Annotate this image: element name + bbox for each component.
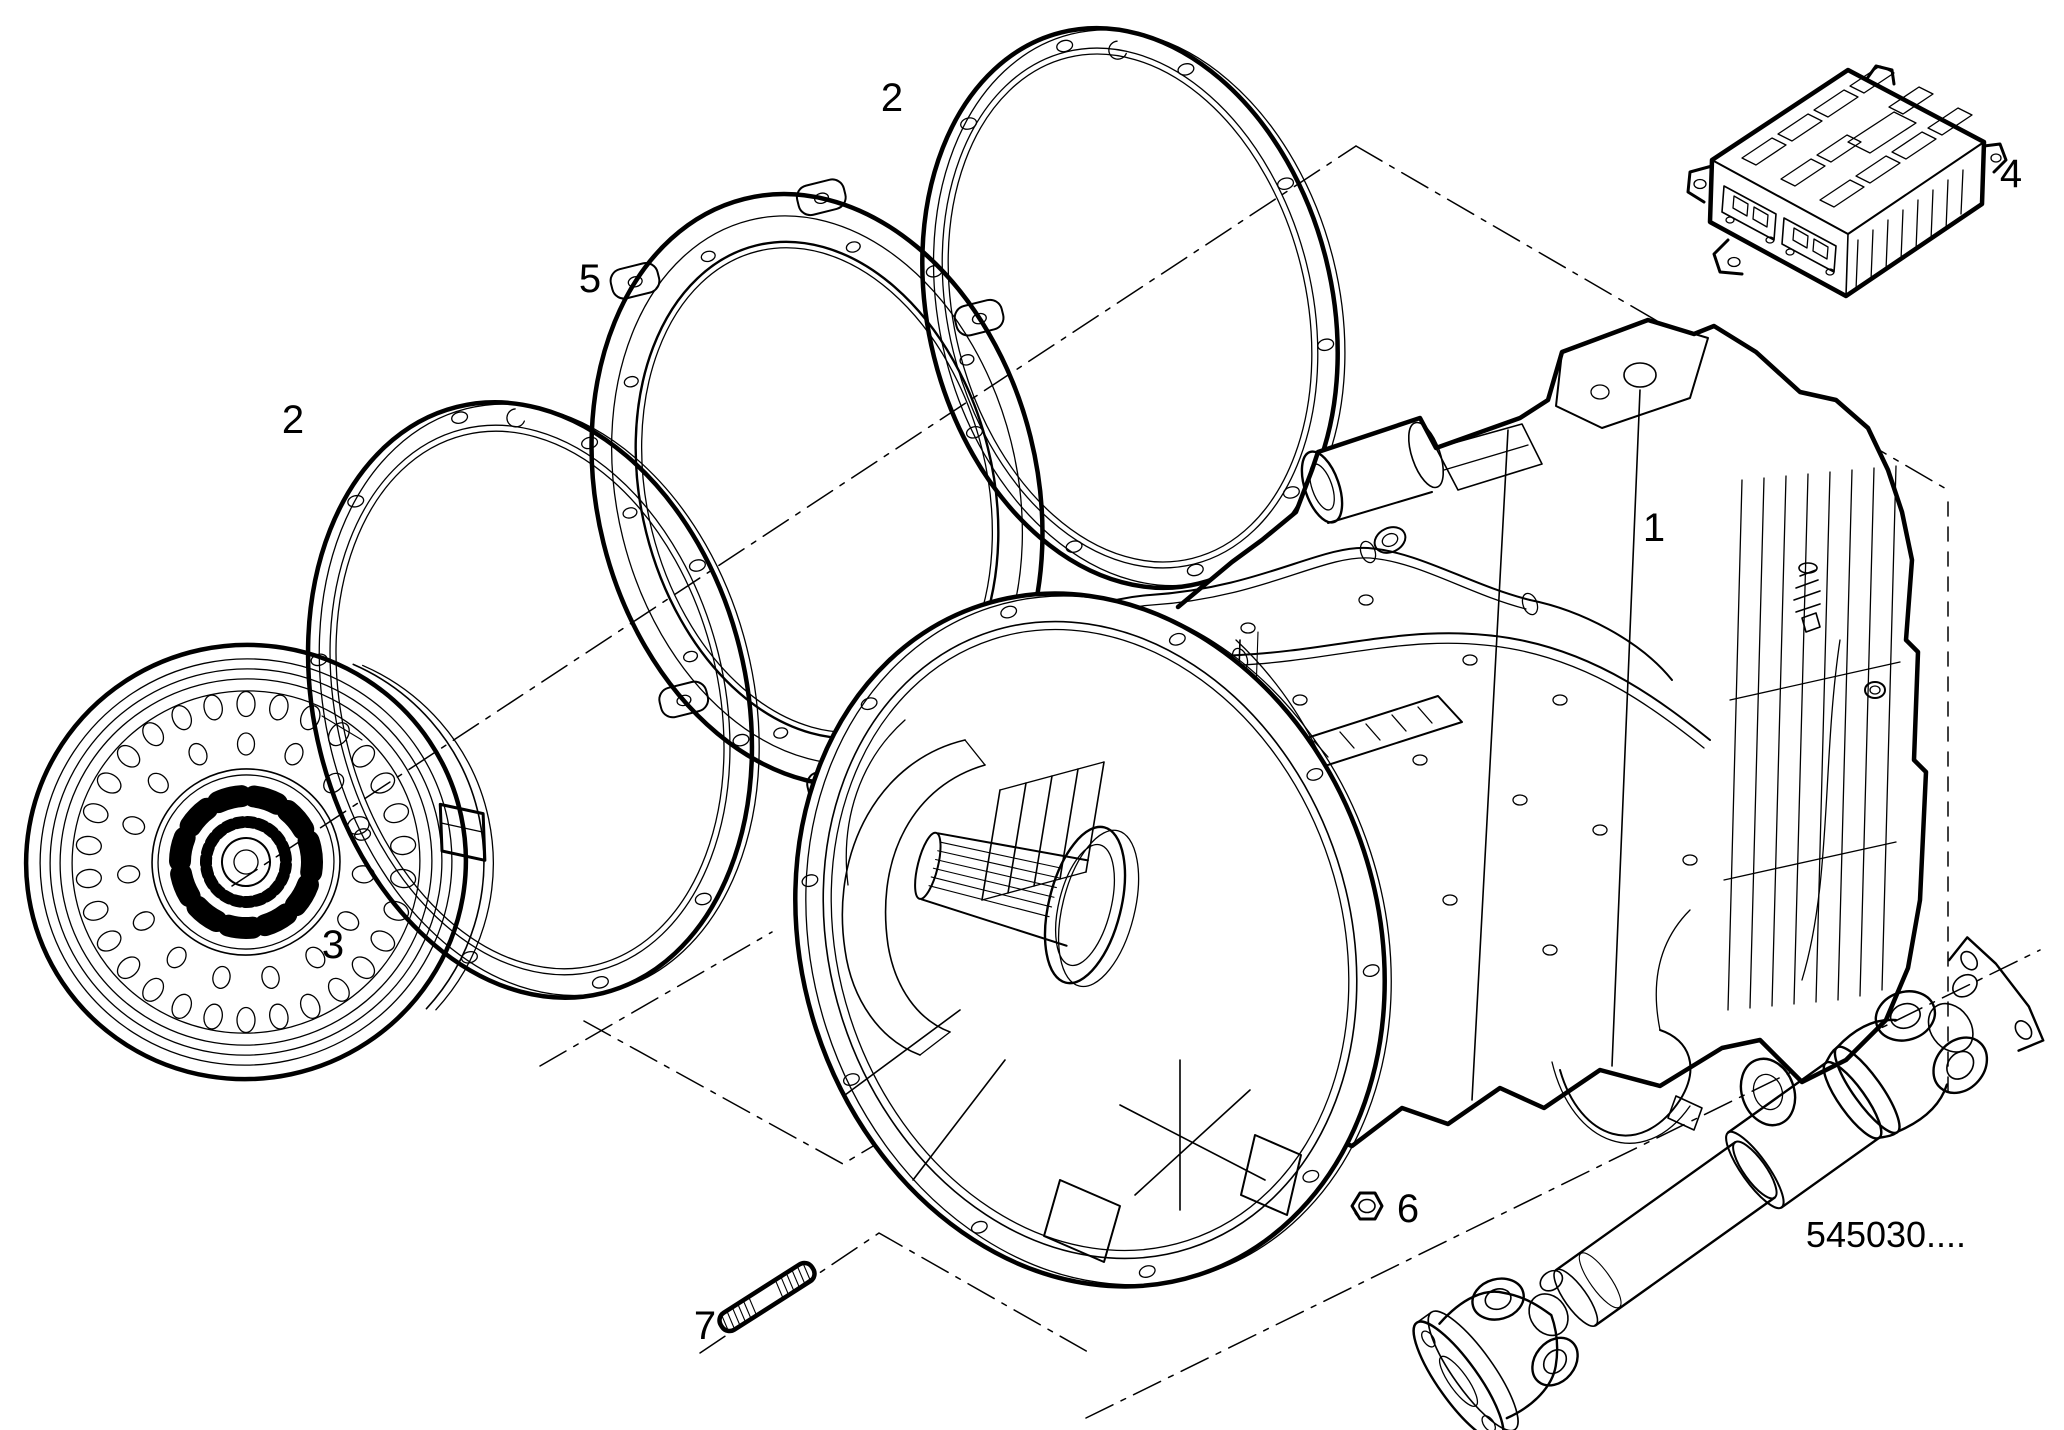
callout-labels: 1 2 2 3 4 5 6 7 545030....	[282, 76, 2022, 1348]
control-unit[interactable]	[1686, 64, 2008, 299]
stud[interactable]	[716, 1260, 818, 1335]
nut[interactable]	[1350, 1191, 1384, 1221]
torque-converter[interactable]	[0, 599, 532, 1120]
ring-bolt-holes	[622, 241, 975, 739]
rear-sensor	[1801, 639, 1886, 981]
u-joint-upper	[1835, 936, 2045, 1133]
gasket-left[interactable]	[247, 353, 819, 1045]
callout-2-gasket-top[interactable]: 2	[881, 76, 903, 120]
callout-4-control-unit[interactable]: 4	[2000, 152, 2022, 196]
ecu-top-grid	[1741, 65, 1973, 208]
callout-7-stud[interactable]: 7	[694, 1304, 716, 1348]
lifting-eye	[1373, 526, 1407, 554]
shaft-flange	[1412, 1310, 1519, 1430]
gasket-left-bolt-holes	[310, 411, 750, 989]
callout-5-intermediate-ring[interactable]: 5	[579, 257, 601, 301]
transmission[interactable]	[707, 317, 1929, 1365]
callout-3-torque-converter[interactable]: 3	[322, 923, 344, 967]
rear-fins	[1723, 465, 1901, 1011]
ecu-ribs	[1855, 169, 1964, 291]
shift-cylinder	[1300, 421, 1543, 524]
bolt-bosses	[1240, 594, 1698, 986]
converter-lug	[438, 802, 487, 862]
wiring-harness	[1551, 909, 1703, 1144]
shift-tower	[1555, 319, 1709, 429]
output-flange	[1739, 1057, 1797, 1127]
callout-1-transmission[interactable]: 1	[1643, 506, 1665, 550]
gasket-top-bolt-holes	[925, 39, 1335, 577]
u-joint-lower	[1438, 1269, 1579, 1420]
ecu-connectors	[1721, 185, 1837, 276]
callout-6-nut[interactable]: 6	[1397, 1187, 1419, 1231]
callout-2-gasket-left[interactable]: 2	[282, 398, 304, 442]
part-number-note[interactable]: 545030....	[1806, 1214, 1966, 1255]
input-shaft	[914, 825, 1140, 988]
bell-housing	[793, 591, 1392, 1289]
shaft-tube	[1553, 1140, 1778, 1327]
propeller-shaft[interactable]	[1400, 927, 2055, 1430]
bell-flange-holes	[801, 605, 1380, 1278]
breather	[1793, 562, 1821, 633]
converter-outer-hole-ring	[74, 690, 418, 1034]
bell-interior	[841, 719, 1302, 1263]
